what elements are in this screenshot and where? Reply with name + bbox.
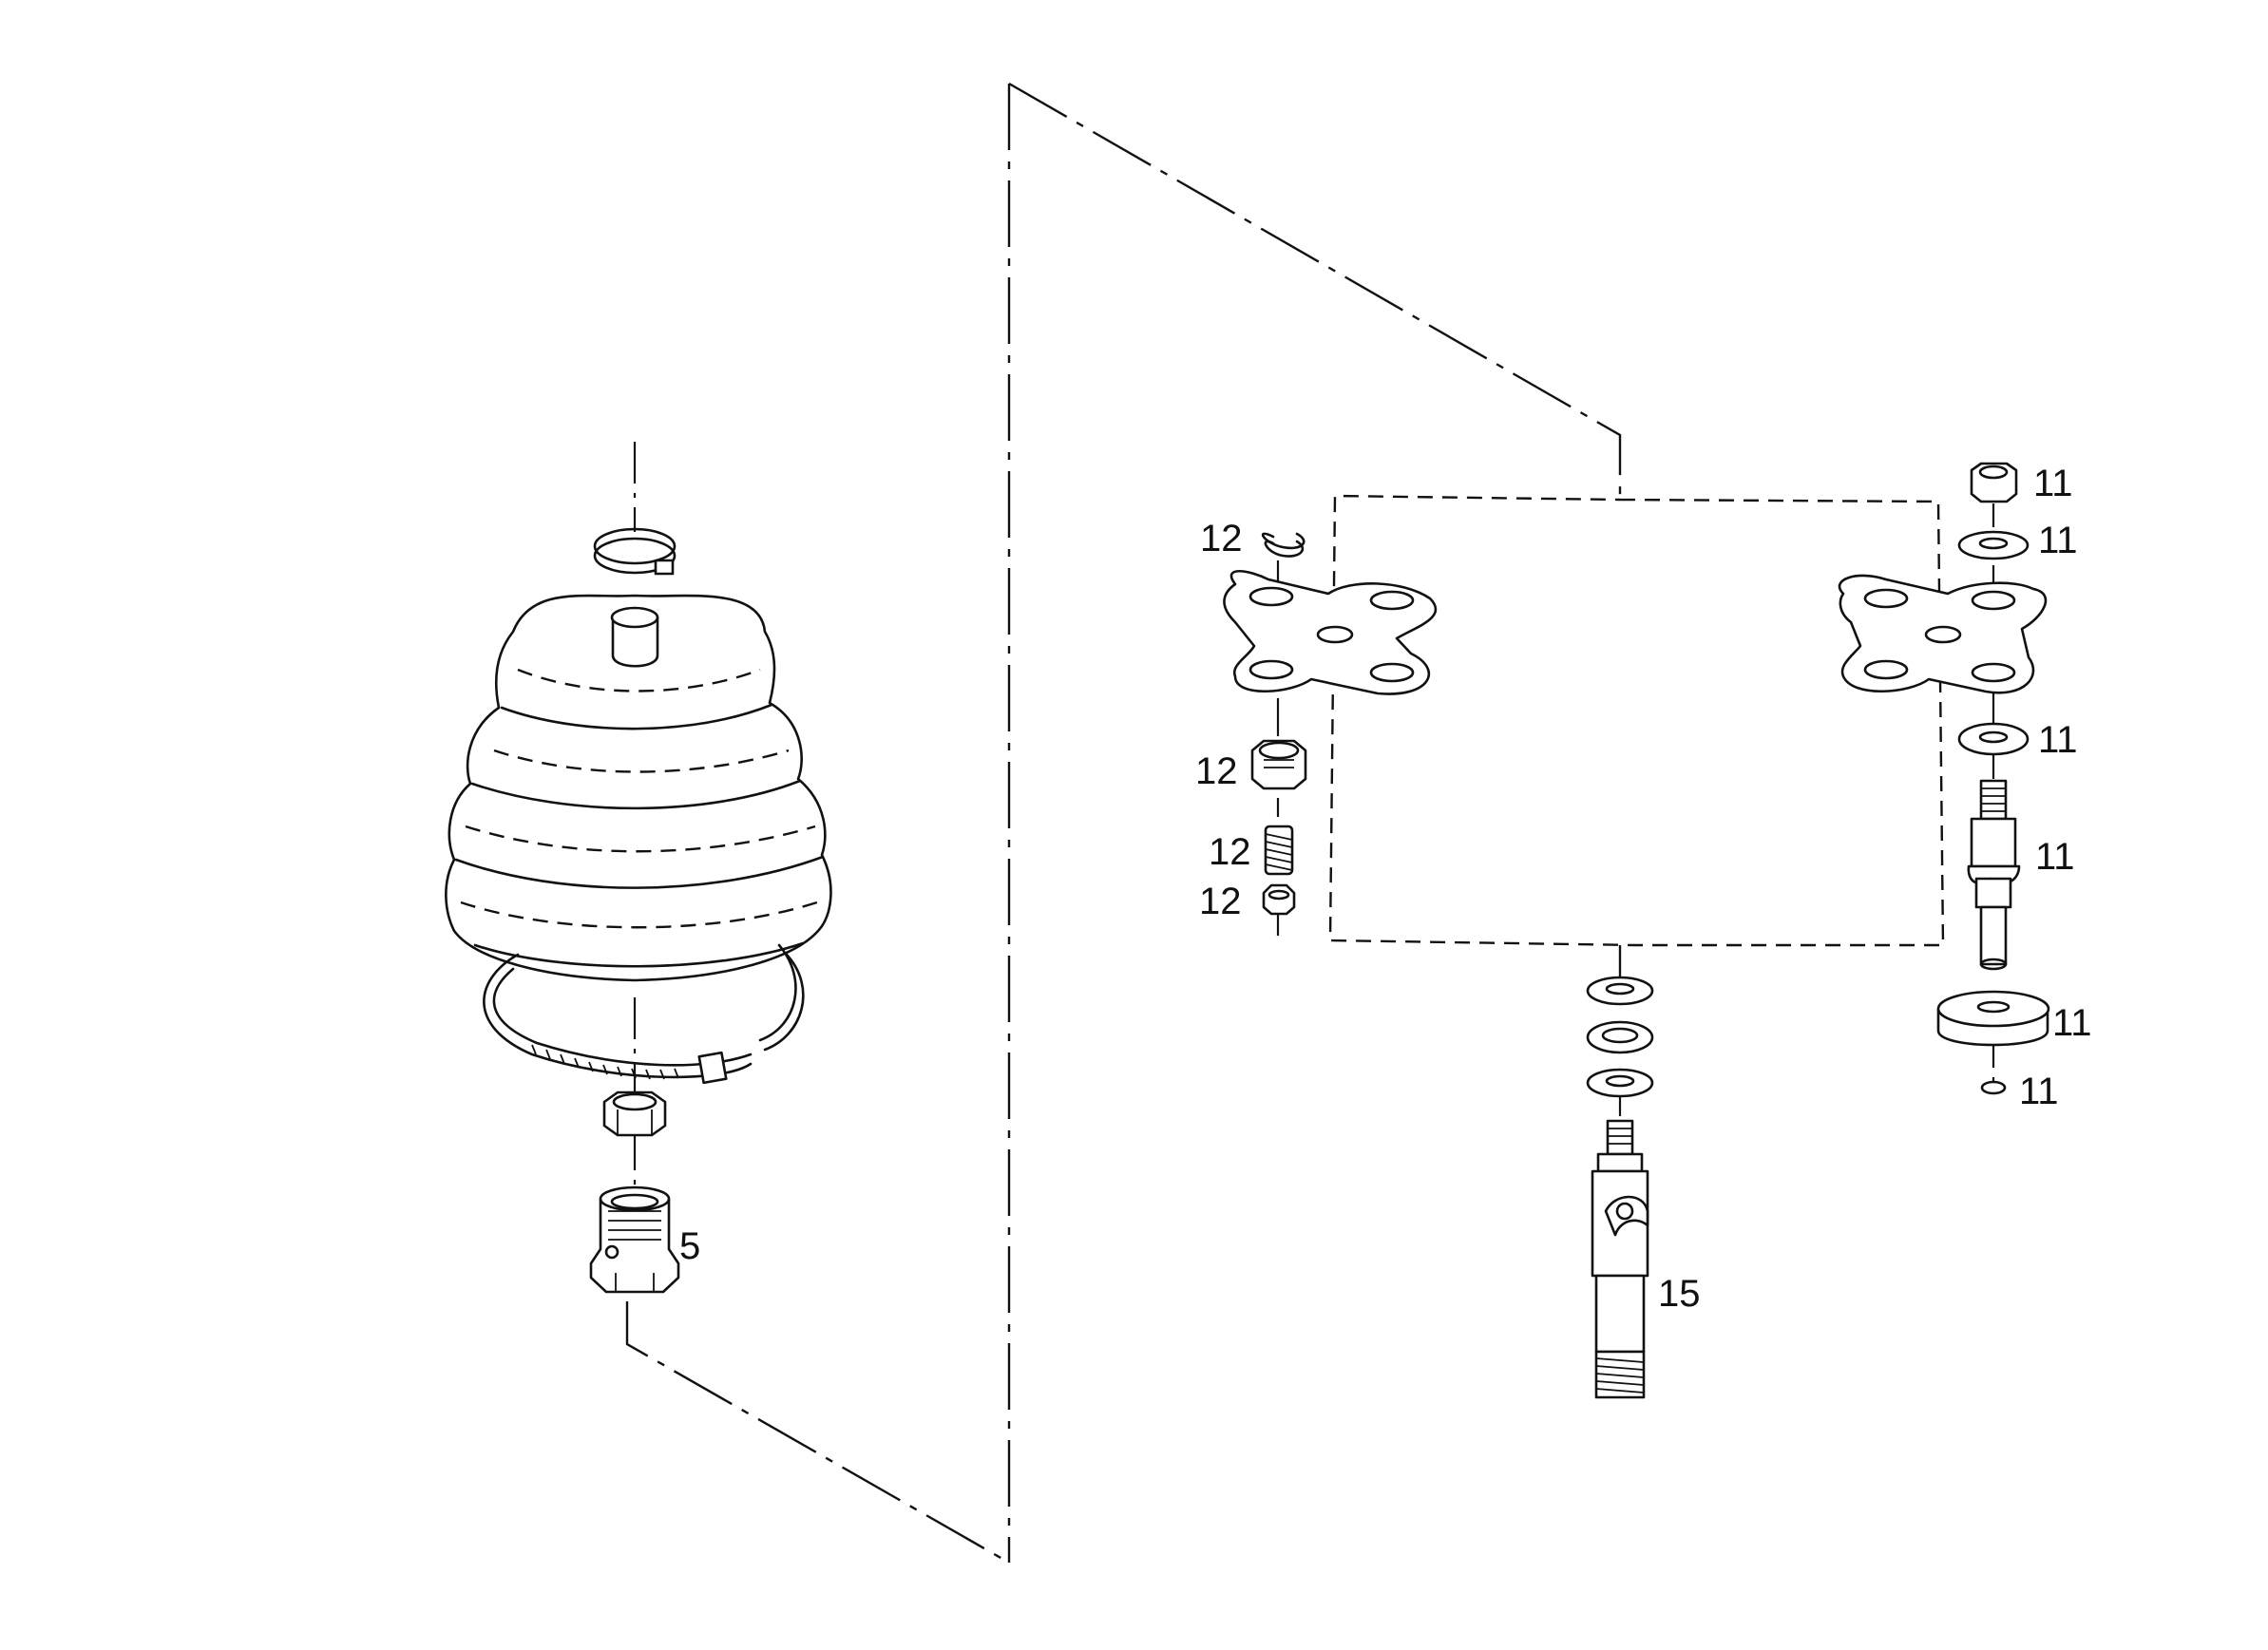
part-15-shaft	[1591, 1119, 1649, 1399]
cable-tie-strap	[483, 943, 805, 1085]
castle-nut	[1250, 739, 1307, 790]
tiny-clip	[1980, 1080, 2007, 1095]
lock-nut	[602, 1091, 667, 1137]
bellows-assembly	[445, 442, 832, 1294]
callout-12-retaining-ring: 12	[1200, 518, 1243, 559]
right-plate-group	[1838, 462, 2050, 1095]
right-mounting-plate	[1838, 574, 2048, 694]
bellows-boot	[445, 594, 832, 982]
callouts: 5 12 12 12 12 11 11 11 11 11 11 15	[679, 463, 2092, 1315]
middle-washer	[1957, 722, 2030, 756]
callout-12-castle-nut: 12	[1195, 750, 1238, 792]
callout-11-clip: 11	[2019, 1071, 2059, 1112]
top-hose-clamp	[593, 527, 677, 576]
callout-11-middle-washer: 11	[2038, 719, 2078, 761]
centre-shaft-group	[1586, 945, 1654, 1399]
callout-12-hex-nut: 12	[1199, 881, 1242, 922]
callout-11-top-nut: 11	[2033, 463, 2073, 504]
retaining-ring	[1261, 532, 1306, 558]
callout-15: 15	[1658, 1273, 1701, 1315]
top-washer	[1957, 530, 2030, 560]
left-plate-group	[1223, 532, 1438, 936]
washer-stack	[1586, 976, 1654, 1098]
part-5-ball-socket	[589, 1185, 680, 1294]
callout-5: 5	[679, 1225, 700, 1267]
callout-11-large-disc: 11	[2052, 1002, 2092, 1044]
large-disc	[1936, 990, 2050, 1047]
callout-11-u-joint: 11	[2035, 836, 2075, 878]
small-hex-nut	[1262, 883, 1296, 916]
callout-11-top-washer: 11	[2038, 520, 2078, 561]
top-hex-nut	[1970, 462, 2018, 503]
callout-12-spring: 12	[1209, 831, 1251, 873]
phantom-connection-lines	[625, 82, 1622, 1565]
housing-outline	[1328, 494, 1945, 978]
small-spring	[1264, 825, 1294, 876]
u-joint-shaft-small	[1967, 779, 2021, 971]
left-mounting-plate	[1223, 570, 1438, 695]
